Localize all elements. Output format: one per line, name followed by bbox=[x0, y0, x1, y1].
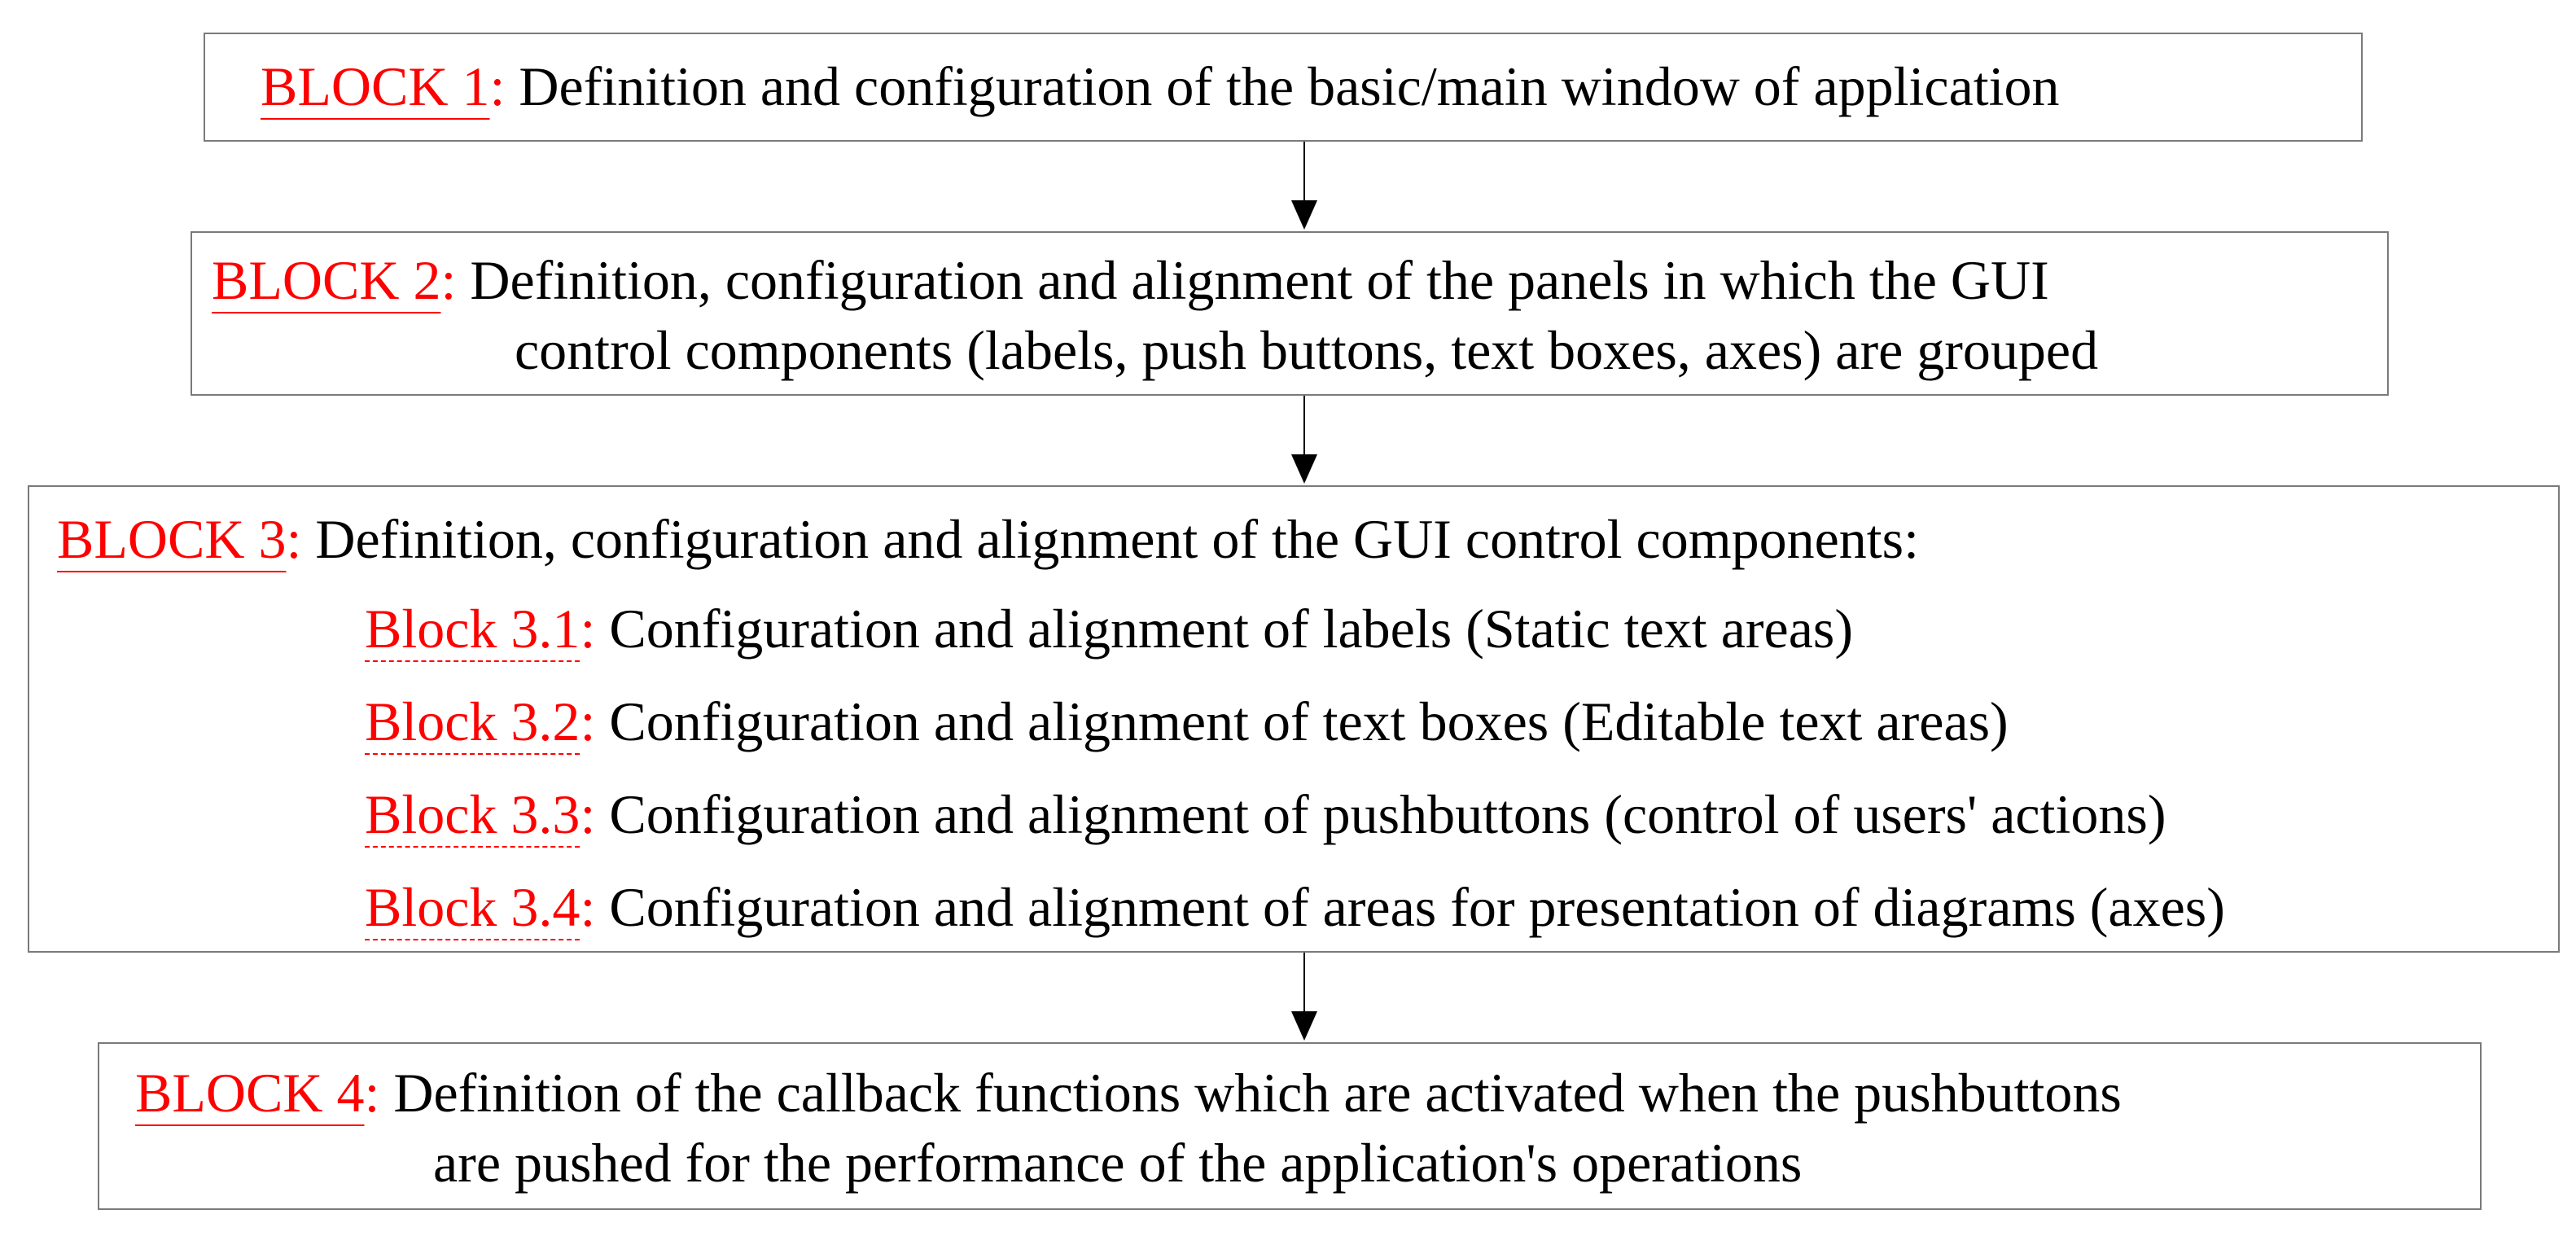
arrow-2-3-icon bbox=[1291, 396, 1317, 484]
arrow-1-2-icon bbox=[1291, 142, 1317, 230]
block-3-4-label: Block 3.4 bbox=[365, 876, 580, 938]
block-2-line-1: BLOCK 2: Definition, configuration and a… bbox=[212, 249, 2049, 311]
block-3-3-line: Block 3.3: Configuration and alignment o… bbox=[365, 783, 2166, 845]
block-2-label: BLOCK 2 bbox=[212, 249, 441, 311]
block-1-text: Definition and configuration of the basi… bbox=[519, 55, 2060, 117]
block-3-box: BLOCK 3: Definition, configuration and a… bbox=[28, 485, 2560, 953]
block-3-2-text: Configuration and alignment of text boxe… bbox=[609, 690, 2009, 752]
block-3-label: BLOCK 3 bbox=[57, 508, 287, 570]
block-2-line-2: control components (labels, push buttons… bbox=[515, 322, 2098, 378]
block-3-4-text: Configuration and alignment of areas for… bbox=[609, 876, 2225, 938]
block-3-4-line: Block 3.4: Configuration and alignment o… bbox=[365, 876, 2225, 938]
block-1-box: BLOCK 1: Definition and configuration of… bbox=[204, 33, 2363, 142]
block-3-2-line: Block 3.2: Configuration and alignment o… bbox=[365, 690, 2009, 752]
block-4-box: BLOCK 4: Definition of the callback func… bbox=[98, 1042, 2482, 1210]
block-4-text-1: Definition of the callback functions whi… bbox=[393, 1062, 2122, 1124]
block-4-line-2: are pushed for the performance of the ap… bbox=[433, 1135, 1802, 1190]
block-4-label: BLOCK 4 bbox=[135, 1062, 365, 1124]
block-3-line-1: BLOCK 3: Definition, configuration and a… bbox=[57, 508, 1920, 570]
block-3-1-text: Configuration and alignment of labels (S… bbox=[609, 598, 1853, 660]
block-3-text: Definition, configuration and alignment … bbox=[315, 508, 1920, 570]
block-3-1-line: Block 3.1: Configuration and alignment o… bbox=[365, 598, 1853, 660]
block-2-text-2: control components (labels, push buttons… bbox=[515, 319, 2099, 381]
block-4-line-1: BLOCK 4: Definition of the callback func… bbox=[135, 1062, 2122, 1124]
arrow-3-4-icon bbox=[1291, 953, 1317, 1041]
block-1-line-1: BLOCK 1: Definition and configuration of… bbox=[261, 55, 2060, 117]
block-1-label: BLOCK 1 bbox=[261, 55, 490, 117]
block-3-1-label: Block 3.1 bbox=[365, 598, 580, 660]
block-3-2-label: Block 3.2 bbox=[365, 690, 580, 752]
block-4-text-2: are pushed for the performance of the ap… bbox=[433, 1132, 1803, 1194]
block-2-box: BLOCK 2: Definition, configuration and a… bbox=[191, 231, 2389, 396]
block-2-text-1: Definition, configuration and alignment … bbox=[470, 249, 2049, 311]
block-3-3-text: Configuration and alignment of pushbutto… bbox=[609, 783, 2166, 845]
block-3-3-label: Block 3.3 bbox=[365, 783, 580, 845]
